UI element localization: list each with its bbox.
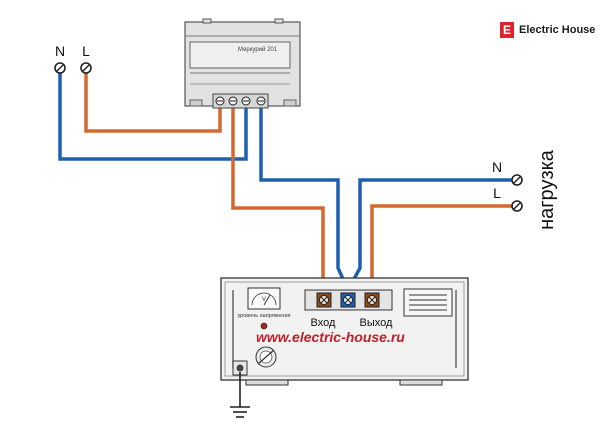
svg-text:V: V [262,297,266,303]
stabilizer-foot-left [245,379,289,386]
stabilizer-foot-right [399,379,443,386]
ventilation-grille [403,288,453,317]
meter-model-label: Меркурий 201 [238,46,278,53]
brand-logo-icon: E [500,22,514,38]
meter-neutral-out-wire [259,105,350,291]
brand-logo: E Electric House [500,22,595,38]
meter-line-out-wire [231,105,325,290]
source-line-label: L [82,43,90,59]
load-neutral-terminal [511,174,523,186]
website-url: www.electric-house.ru [256,329,405,345]
output-line-screw-icon [364,292,380,308]
voltage-stabilizer: V [220,277,469,386]
ground-icon [230,372,250,418]
output-label: Выход [360,317,393,329]
energy-meter [184,18,301,109]
gauge-caption: уровень напряжения [237,313,290,319]
source-neutral-label: N [55,43,65,59]
source-neutral-terminal [54,62,66,74]
brand-name: Electric House [519,24,596,36]
load-line-wire [370,204,517,290]
neutral-screw-icon [340,292,356,308]
voltmeter-gauge-icon: V [247,287,281,310]
load-line-label: L [493,185,501,201]
meter-terminal-block [212,93,269,109]
source-neutral-wire [58,71,248,161]
input-line-screw-icon [316,292,332,308]
meter-terminal-screw-icon [215,96,266,106]
line-wires [84,71,517,290]
load-neutral-label: N [492,159,502,175]
ground-terminal-icon [232,360,248,376]
source-line-wire [84,71,222,133]
load-title: нагрузка [536,149,558,230]
load-line-terminal [511,200,523,212]
indicator-lamp [260,322,268,330]
input-label: Вход [311,317,336,329]
power-knob-icon [255,346,277,368]
source-line-terminal [80,62,92,74]
meter-display [189,41,291,69]
